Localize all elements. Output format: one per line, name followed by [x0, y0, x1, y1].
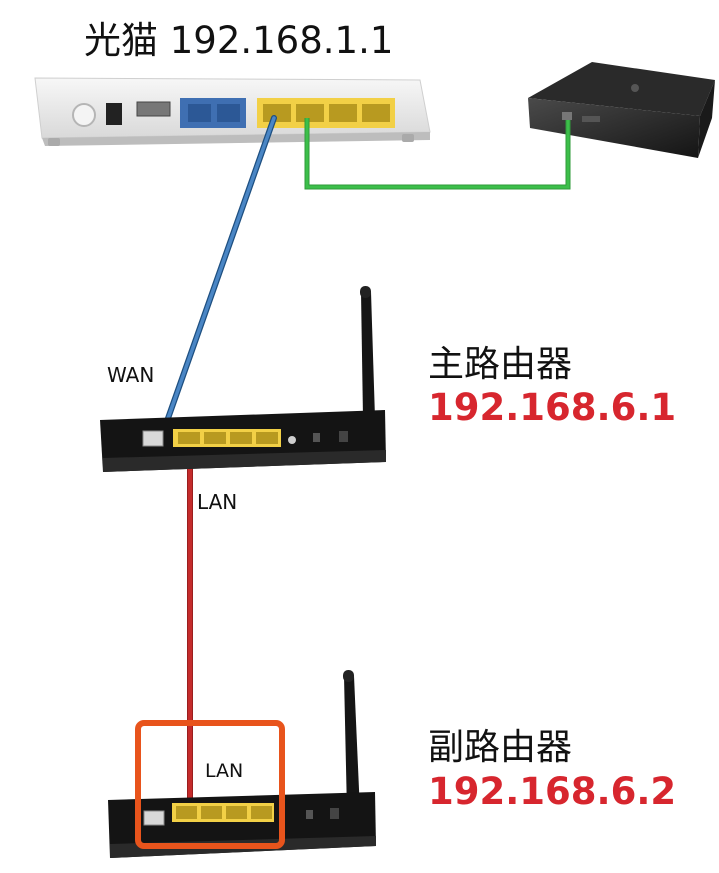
wan-cable — [158, 116, 276, 443]
main-router-antenna — [361, 292, 375, 418]
wan-label: WAN — [107, 363, 155, 387]
secondary-router-lan-ports — [172, 803, 274, 822]
tvbox-cable — [305, 118, 570, 189]
main-router-ip: 192.168.6.1 — [428, 386, 677, 429]
optical-modem — [34, 77, 431, 146]
modem-title: 光猫 192.168.1.1 — [84, 19, 394, 62]
secondary-router-ip: 192.168.6.2 — [428, 770, 677, 813]
main-router-name: 主路由器 — [428, 344, 573, 385]
main-router-lan-label: LAN — [197, 490, 238, 514]
power-button-icon — [72, 103, 96, 127]
main-router — [100, 286, 386, 472]
tv-box — [528, 62, 715, 158]
secondary-router-antenna — [344, 676, 360, 812]
usb-port-icon — [136, 101, 171, 117]
secondary-router-wan-port — [143, 810, 165, 826]
secondary-router-lan-label: LAN — [205, 760, 244, 782]
tvbox-ethernet-port-icon — [562, 112, 572, 120]
power-port-icon — [106, 103, 122, 125]
main-router-wan-port — [142, 430, 164, 447]
secondary-router-name: 副路由器 — [428, 727, 573, 768]
lan-port-highlight-box — [135, 720, 285, 849]
